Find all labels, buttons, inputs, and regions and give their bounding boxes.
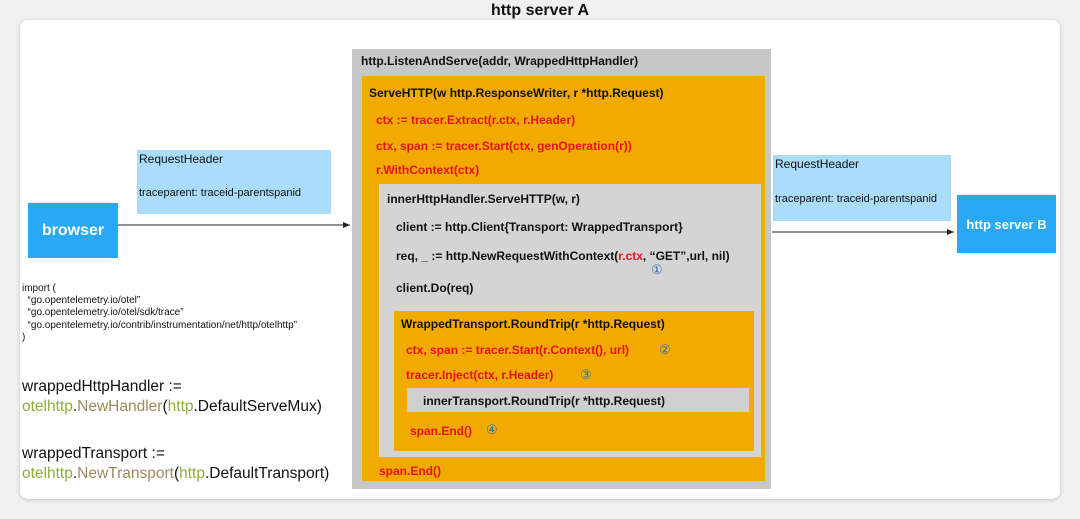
paren-token: ( [162, 398, 168, 415]
browser-label: browser [41, 221, 105, 239]
client-line: client := http.Client{Transport: Wrapped… [396, 220, 683, 234]
request-header-title: RequestHeader [775, 157, 860, 171]
paren-token: ( [173, 465, 180, 482]
rest-token: .DefaultServeMux) [193, 398, 322, 415]
request-header-left: RequestHeader traceparent: traceid-paren… [137, 150, 331, 214]
import-line: “go.opentelemetry.io/otel/sdk/trace” [22, 307, 184, 319]
new-request-line: req, _ := http.NewRequestWithContext(r.c… [396, 249, 730, 263]
span-end-outer: span.End() [379, 464, 441, 478]
pkg-token: http [179, 465, 205, 482]
listen-and-serve-text: http.ListenAndServe(addr, WrappedHttpHan… [361, 54, 639, 68]
dot-token: . [72, 398, 78, 415]
serve-http-signature: ServeHTTP(w http.ResponseWriter, r *http… [369, 86, 664, 100]
with-context-line: r.WithContext(ctx) [376, 163, 480, 177]
tracer-extract-line: ctx := tracer.Extract(r.ctx, r.Header) [376, 113, 576, 127]
request-header-title: RequestHeader [139, 152, 224, 166]
dot-token: . [72, 465, 78, 482]
tracer-inject-line: tracer.Inject(ctx, r.Header) [406, 368, 554, 382]
server-b-label: http server B [966, 216, 1047, 232]
marker-3: ③ [580, 367, 592, 382]
server-b-node: http server B [957, 195, 1056, 253]
import-line: “go.opentelemetry.io/otel” [22, 295, 141, 307]
import-line: “go.opentelemetry.io/contrib/instrumenta… [22, 319, 297, 331]
req-ctx: r.ctx [618, 249, 643, 263]
rest-token: .DefaultTransport) [204, 465, 330, 482]
pkg-token: otelhttp [22, 398, 73, 415]
browser-node: browser [28, 203, 118, 258]
import-line: import ( [22, 283, 56, 294]
import-line: ) [22, 331, 26, 343]
inner-serve-http-line: innerHttpHandler.ServeHTTP(w, r) [387, 192, 580, 206]
marker-2: ② [659, 342, 671, 357]
request-header-right: RequestHeader traceparent: traceid-paren… [773, 155, 951, 221]
wrapped-handler-line1: wrappedHttpHandler := [22, 378, 182, 395]
wrapped-transport-code: wrappedTransport := otelhttp.NewTranspor… [22, 444, 329, 484]
marker-4: ④ [486, 422, 498, 437]
pkg-token: http [167, 398, 194, 415]
marker-1: ① [651, 262, 663, 277]
inner-roundtrip-line: innerTransport.RoundTrip(r *http.Request… [423, 394, 665, 408]
inner-roundtrip-block [407, 388, 749, 412]
fn-token: NewHandler [77, 398, 163, 415]
wrapped-handler-line2: otelhttp.NewHandler(http.DefaultServeMux… [22, 397, 322, 417]
fn-token: NewTransport [77, 465, 174, 482]
wrapped-handler-code: wrappedHttpHandler := otelhttp.NewHandle… [22, 377, 322, 417]
span-end-inner: span.End() [410, 424, 472, 438]
wrapped-transport-line1: wrappedTransport := [22, 445, 165, 462]
client-do-line: client.Do(req) [396, 281, 474, 295]
request-header-value: traceparent: traceid-parentspanid [139, 187, 302, 199]
diagram-title: http server A [490, 2, 590, 19]
roundtrip-start-line: ctx, span := tracer.Start(r.Context(), u… [406, 343, 630, 357]
request-header-value: traceparent: traceid-parentspanid [775, 193, 938, 205]
roundtrip-block [394, 311, 754, 451]
req-suffix: , “GET”,url, nil) [642, 249, 730, 263]
import-block: import ( “go.opentelemetry.io/otel” “go.… [22, 283, 297, 344]
roundtrip-signature: WrappedTransport.RoundTrip(r *http.Reque… [401, 317, 665, 331]
pkg-token: otelhttp [22, 465, 73, 482]
wrapped-transport-line2: otelhttp.NewTransport(http.DefaultTransp… [22, 464, 329, 484]
req-prefix: req, _ := http.NewRequestWithContext( [396, 249, 619, 263]
tracer-start-line: ctx, span := tracer.Start(ctx, genOperat… [376, 139, 632, 153]
